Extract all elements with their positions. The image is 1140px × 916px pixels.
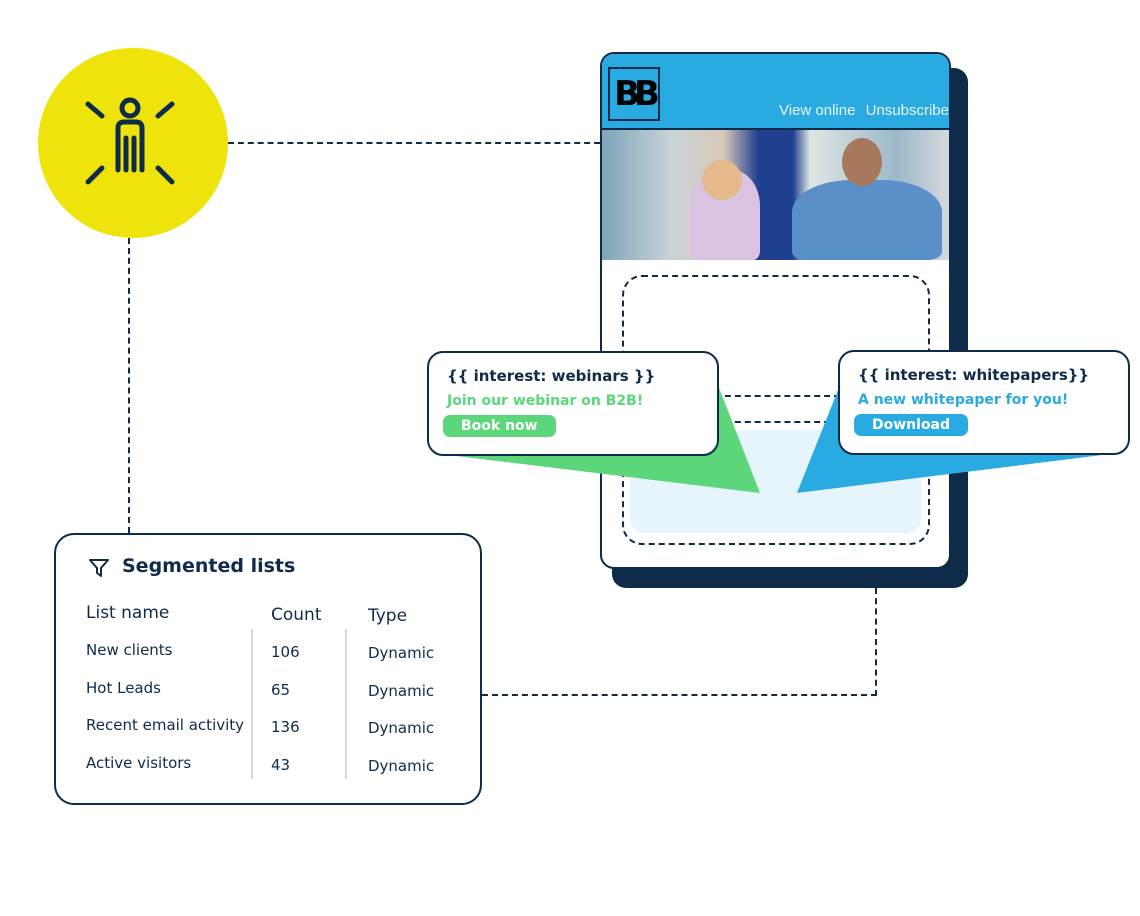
- book-now-button[interactable]: Book now: [443, 415, 556, 437]
- webinar-callout: {{ interest: webinars }} Join our webina…: [427, 351, 719, 456]
- hero-image: [602, 130, 949, 260]
- list-name[interactable]: Hot Leads: [86, 678, 161, 697]
- download-button[interactable]: Download: [854, 414, 969, 436]
- block-divider: [715, 395, 840, 397]
- list-count: 106: [271, 643, 300, 661]
- view-online-link[interactable]: View online: [779, 102, 856, 119]
- brand-logo: BB: [608, 67, 660, 121]
- list-name[interactable]: Recent email activity: [86, 716, 245, 734]
- whitepaper-callout: {{ interest: whitepapers}} A new whitepa…: [838, 350, 1130, 455]
- column-header-name: List name: [86, 603, 170, 623]
- column-header-type: Type: [368, 606, 408, 626]
- callout-message: A new whitepaper for you!: [858, 392, 1069, 408]
- connector-line: [228, 142, 600, 144]
- list-count: 43: [271, 755, 291, 774]
- connector-line: [482, 694, 877, 696]
- column-divider: [345, 629, 347, 779]
- unsubscribe-link[interactable]: Unsubscribe: [865, 102, 949, 119]
- list-type: Dynamic: [368, 719, 435, 737]
- interest-tag: {{ interest: webinars }}: [447, 367, 656, 385]
- callout-message: Join our webinar on B2B!: [447, 393, 644, 409]
- interest-tag: {{ interest: whitepapers}}: [858, 366, 1090, 384]
- column-header-count: Count: [271, 605, 322, 625]
- audience-badge: [38, 48, 228, 238]
- card-title: Segmented lists: [122, 555, 296, 577]
- list-type: Dynamic: [368, 644, 435, 662]
- list-count: 65: [271, 680, 291, 699]
- connector-line: [875, 588, 877, 696]
- block-divider: [715, 421, 840, 423]
- list-type: Dynamic: [368, 756, 435, 775]
- column-divider: [251, 629, 253, 779]
- list-count: 136: [271, 718, 300, 736]
- list-name[interactable]: Active visitors: [86, 753, 192, 772]
- connector-line: [128, 238, 130, 533]
- filter-icon: [89, 559, 109, 577]
- person-icon: [85, 97, 175, 185]
- segmented-lists-card: Segmented lists List name New clients Ho…: [54, 533, 482, 805]
- list-name[interactable]: New clients: [86, 641, 173, 659]
- email-header: BB View online Unsubscribe: [602, 54, 949, 130]
- list-type: Dynamic: [368, 681, 435, 700]
